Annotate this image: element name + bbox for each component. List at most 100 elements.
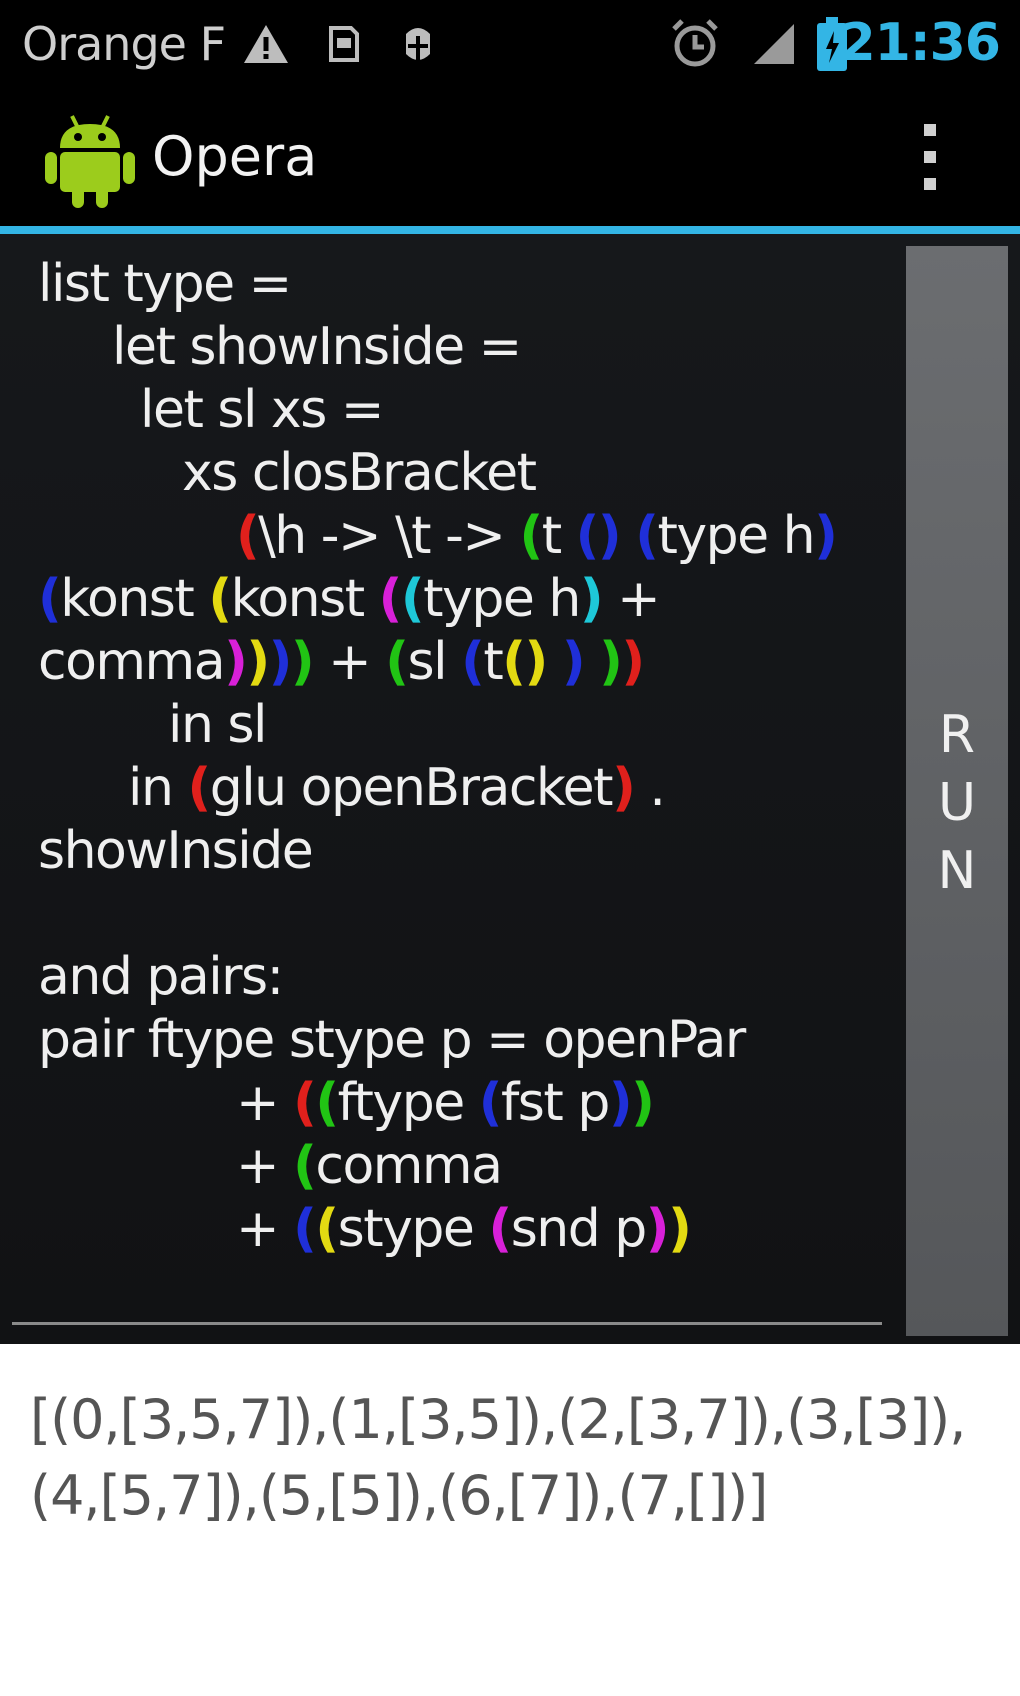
code-line: list type =: [38, 252, 292, 316]
code-editor[interactable]: list type =let showInside =let sl xs =xs…: [0, 234, 1020, 1344]
code-line: (konst (konst ((type h) +: [38, 567, 661, 631]
paren-token: ): [224, 632, 248, 692]
paren-token: (: [187, 758, 211, 818]
battery-icon: [812, 14, 852, 74]
sd-card-icon: [322, 14, 366, 74]
paren-token: ): [561, 632, 586, 692]
code-line: let showInside =: [112, 315, 522, 379]
app-title: Opera: [152, 125, 318, 188]
code-text-area[interactable]: list type =let showInside =let sl xs =xs…: [0, 252, 900, 1314]
paren-token: (: [385, 632, 409, 692]
paren-token: ): [631, 1073, 655, 1133]
code-token: [620, 506, 635, 566]
action-bar-divider: [0, 226, 1020, 234]
code-line: (\h -> \t -> (t () (type h): [236, 504, 838, 568]
code-token: [547, 632, 562, 692]
code-token: \h -> \t ->: [258, 506, 520, 566]
code-token: snd p: [510, 1199, 648, 1259]
alarm-icon: [666, 14, 724, 74]
paren-token: ): [246, 632, 270, 692]
code-line: in sl: [168, 693, 267, 757]
code-token: fst p: [501, 1073, 610, 1133]
code-line: + ((stype (snd p)): [236, 1197, 692, 1261]
overflow-menu-icon[interactable]: [910, 118, 950, 198]
paren-token: (: [315, 1199, 339, 1259]
code-token: list type =: [38, 254, 292, 314]
run-label: R U N: [906, 701, 1008, 905]
code-token: .: [634, 758, 666, 818]
paren-token: (: [635, 506, 659, 566]
code-token: sl: [407, 632, 462, 692]
code-token: xs closBracket: [182, 443, 537, 503]
code-token: ftype: [337, 1073, 479, 1133]
paren-token: ): [645, 1199, 670, 1259]
code-line: + (comma: [236, 1134, 503, 1198]
paren-token: (): [575, 506, 622, 566]
paren-token: (: [38, 569, 62, 629]
code-line: pair ftype stype p = openPar: [38, 1008, 746, 1072]
code-token: konst: [60, 569, 209, 629]
code-token: showInside: [38, 821, 314, 881]
code-token: type h: [657, 506, 815, 566]
code-line: + ((ftype (fst p)): [236, 1071, 655, 1135]
paren-token: (: [293, 1073, 317, 1133]
run-button[interactable]: R U N: [906, 246, 1008, 1336]
paren-token: (: [315, 1073, 339, 1133]
signal-icon: [748, 14, 800, 74]
paren-token: ): [608, 1073, 633, 1133]
code-token: +: [602, 569, 661, 629]
code-line: and pairs:: [38, 945, 284, 1009]
code-token: +: [236, 1136, 294, 1196]
code-token: konst: [230, 569, 379, 629]
paren-token: (: [378, 569, 403, 629]
code-token: and pairs:: [38, 947, 284, 1007]
code-token: comma: [38, 632, 226, 692]
paren-token: ): [621, 632, 645, 692]
code-token: let sl xs =: [140, 380, 384, 440]
run-letter: U: [937, 773, 977, 833]
code-token: comma: [315, 1136, 503, 1196]
code-token: +: [236, 1073, 294, 1133]
editor-divider: [12, 1322, 882, 1325]
code-token: +: [236, 1199, 294, 1259]
paren-token: ): [612, 758, 636, 818]
output-panel: [(0,[3,5,7]),(1,[3,5]),(2,[3,7]),(3,[3])…: [0, 1344, 1020, 1696]
code-token: type h: [423, 569, 581, 629]
status-bar: Orange F 21:36: [0, 0, 1020, 88]
carrier-name: Orange F: [22, 17, 226, 71]
paren-token: (: [461, 632, 485, 692]
code-line: in (glu openBracket) .: [128, 756, 666, 820]
run-letter: N: [937, 841, 977, 901]
code-token: in sl: [168, 695, 267, 755]
paren-token: ): [668, 1199, 692, 1259]
code-token: stype: [337, 1199, 489, 1259]
run-letter: R: [938, 705, 976, 765]
code-line: let sl xs =: [140, 378, 384, 442]
paren-token: ): [599, 632, 623, 692]
paren-token: ): [268, 632, 293, 692]
code-token: +: [313, 632, 386, 692]
code-token: glu openBracket: [209, 758, 614, 818]
code-token: [584, 632, 599, 692]
clock: 21:36: [839, 13, 1001, 73]
paren-token: (: [478, 1073, 503, 1133]
usb-debug-icon: [392, 14, 444, 74]
code-token: t: [541, 506, 576, 566]
code-token: let showInside =: [112, 317, 522, 377]
paren-token: (): [502, 632, 548, 692]
paren-token: (: [293, 1199, 317, 1259]
paren-token: (: [519, 506, 543, 566]
paren-token: ): [814, 506, 838, 566]
code-line: comma)))) + (sl (t() ) )): [38, 630, 645, 694]
paren-token: ): [579, 569, 604, 629]
paren-token: (: [293, 1136, 317, 1196]
paren-token: (: [400, 569, 425, 629]
code-line: xs closBracket: [182, 441, 537, 505]
code-token: pair ftype stype p = openPar: [38, 1010, 746, 1070]
paren-token: ): [290, 632, 315, 692]
action-bar: Opera: [0, 88, 1020, 226]
code-line: showInside: [38, 819, 314, 883]
android-logo[interactable]: [42, 106, 138, 210]
code-token: in: [128, 758, 188, 818]
paren-token: (: [488, 1199, 512, 1259]
